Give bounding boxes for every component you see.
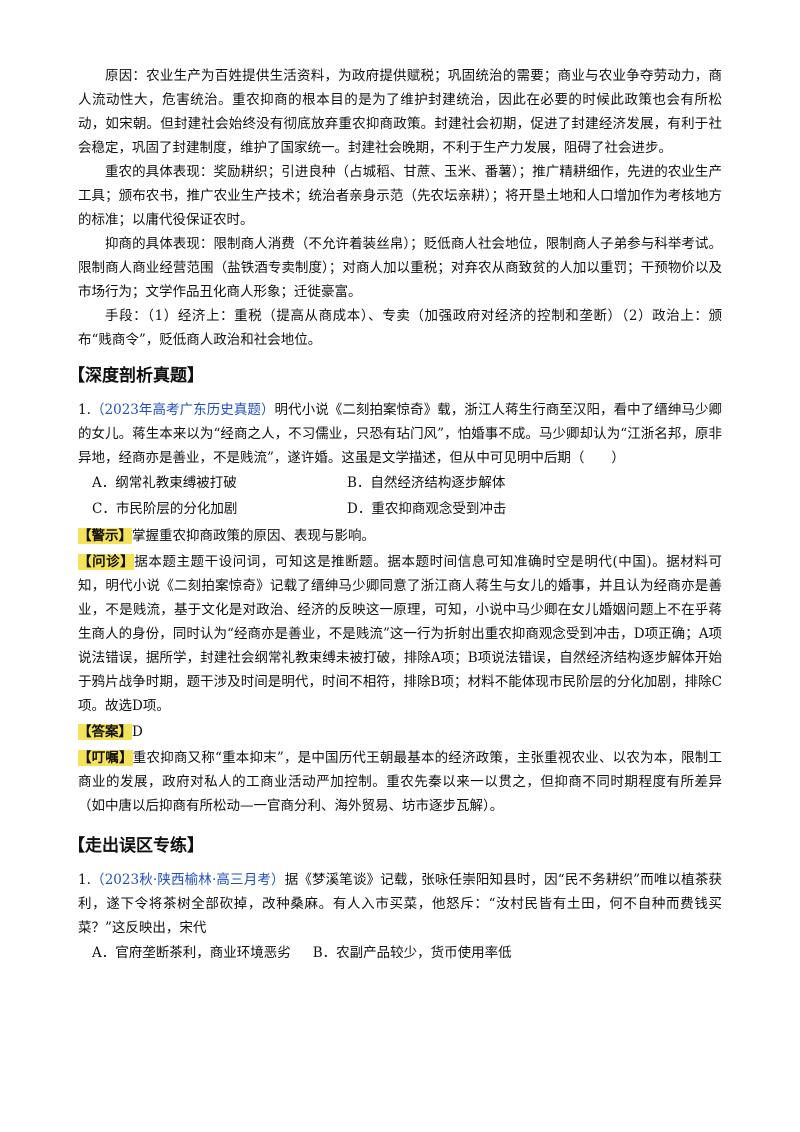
practice-question-source-link[interactable]: （2023秋·陕西榆林·高三月考） [90, 872, 285, 888]
option-b: B．自然经济结构逐步解体 [347, 475, 506, 491]
summary-agri: 重农的具体表现：奖励耕织；引进良种（占城稻、甘蔗、玉米、番薯）；推广精耕细作，先… [78, 164, 722, 228]
section-title-practice: 【走出误区专练】 [68, 836, 204, 856]
warning-block: 【警示】掌握重农抑商政策的原因、表现与影响。 [78, 524, 722, 548]
tip-tag: 【叮嘱】 [78, 750, 133, 766]
option-a: A．纲常礼教束缚被打破 [92, 475, 237, 491]
option-c: C．市民阶层的分化加剧 [92, 501, 238, 517]
practice-question-1: 1.（2023秋·陕西榆林·高三月考）据《梦溪笔谈》记载，张咏任崇阳知县时，因“… [78, 868, 722, 940]
warning-text: 掌握重农抑商政策的原因、表现与影响。 [132, 528, 375, 544]
diagnosis-block: 【问诊】据本题主题干设问词，可知这是推断题。据本题时间信息可知准确时空是明代(中… [78, 550, 722, 718]
answer-text: D [132, 724, 143, 740]
question-options: A．纲常礼教束缚被打破 B．自然经济结构逐步解体 C．市民阶层的分化加剧 D．重… [78, 470, 722, 522]
warning-tag: 【警示】 [78, 528, 132, 544]
practice-option-b: B．农副产品较少，货币使用率低 [312, 945, 512, 961]
question-source-link[interactable]: （2023年高考广东历史真题） [90, 402, 275, 418]
practice-question-text: 据《梦溪笔谈》记载，张咏任崇阳知县时，因“民不务耕织”而唯以植茶获利，遂下令将茶… [78, 872, 722, 936]
diagnosis-text: 据本题主题干设问词，可知这是推断题。据本题时间信息可知准确时空是明代(中国)。据… [78, 554, 722, 714]
answer-block: 【答案】D [78, 720, 722, 744]
practice-options: A．官府垄断茶利，商业环境恶劣 B．农副产品较少，货币使用率低 [78, 940, 722, 966]
practice-question-number: 1. [78, 872, 91, 888]
section-title-analysis: 【深度剖析真题】 [68, 366, 204, 386]
tip-text: 重农抑商又称“重本抑末”，是中国历代王朝最基本的经济政策，主张重视农业、以农为本… [78, 750, 723, 814]
diagnosis-tag: 【问诊】 [78, 554, 135, 570]
summary-commerce: 抑商的具体表现：限制商人消费（不允许着装丝帛）；贬低商人社会地位，限制商人子弟参… [78, 236, 722, 300]
question-text: 明代小说《二刻拍案惊奇》载，浙江人蒋生行商至汉阳，看中了缙绅马少卿的女儿。蒋生本… [78, 402, 723, 466]
question-1: 1.（2023年高考广东历史真题）明代小说《二刻拍案惊奇》载，浙江人蒋生行商至汉… [78, 398, 722, 470]
question-number: 1. [78, 402, 91, 418]
tip-block: 【叮嘱】重农抑商又称“重本抑末”，是中国历代王朝最基本的经济政策，主张重视农业、… [78, 746, 722, 818]
summary-reasons: 原因：农业生产为百姓提供生活资料，为政府提供赋税；巩固统治的需要；商业与农业争夺… [78, 68, 722, 156]
answer-tag: 【答案】 [78, 724, 132, 740]
summary-means: 手段：（1）经济上：重税（提高从商成本）、专卖（加强政府对经济的控制和垄断）（2… [78, 308, 722, 348]
practice-option-a: A．官府垄断茶利，商业环境恶劣 [92, 945, 291, 961]
option-d: D．重农抑商观念受到冲击 [347, 501, 507, 517]
